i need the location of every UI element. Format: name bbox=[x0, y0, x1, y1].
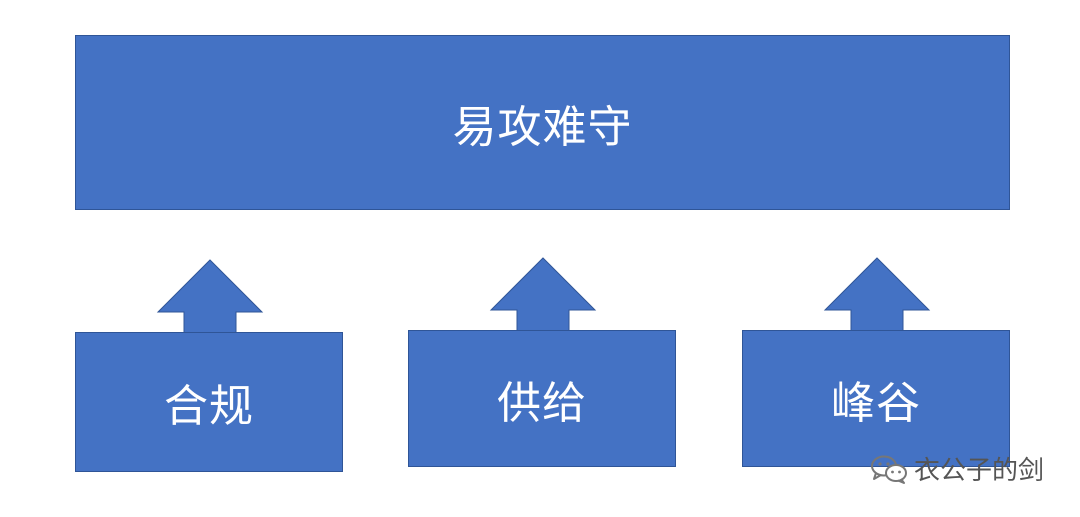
pillar-label-compliance: 合规 bbox=[164, 381, 254, 432]
watermark: 衣公子的剑 bbox=[870, 450, 1044, 487]
up-arrow-peak bbox=[823, 257, 931, 333]
up-arrow-supply bbox=[489, 257, 597, 333]
up-arrow-compliance bbox=[156, 259, 264, 335]
top-box-label: 易攻难守 bbox=[452, 101, 633, 153]
watermark-text: 衣公子的剑 bbox=[913, 456, 1044, 486]
pillar-label-peak: 峰谷 bbox=[831, 377, 921, 429]
pillar-box-compliance: 合规 bbox=[75, 332, 343, 472]
top-box: 易攻难守 bbox=[75, 35, 1010, 210]
pillar-label-supply: 供给 bbox=[497, 377, 587, 429]
pillar-box-supply: 供给 bbox=[408, 330, 676, 467]
pillar-box-peak: 峰谷 bbox=[742, 330, 1010, 467]
wechat-icon bbox=[870, 455, 907, 484]
